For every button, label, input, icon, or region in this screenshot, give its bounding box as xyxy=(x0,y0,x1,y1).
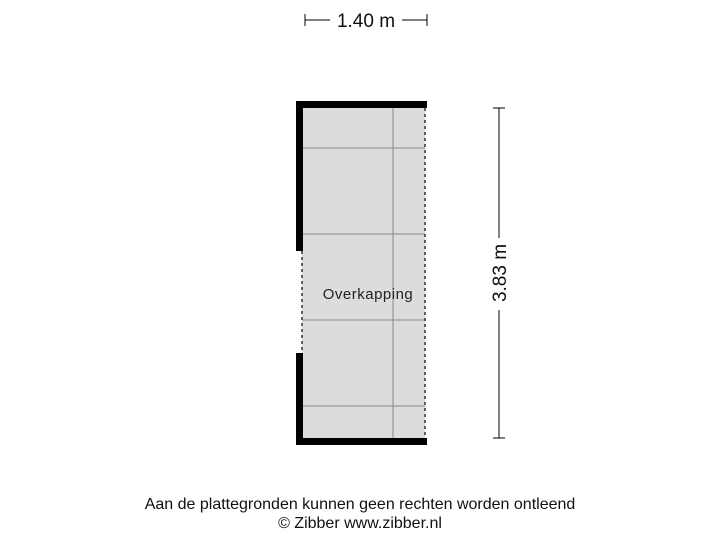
room-label: Overkapping xyxy=(323,286,414,303)
wall-left-upper xyxy=(296,101,303,251)
height-dimension: 3.83 m xyxy=(490,107,511,439)
wall-bottom xyxy=(296,438,427,445)
disclaimer-text: Aan de plattegronden kunnen geen rechten… xyxy=(144,496,576,513)
copyright-text: © Zibber www.zibber.nl xyxy=(278,515,442,532)
walls xyxy=(296,101,427,445)
room-floor xyxy=(302,105,425,442)
open-edges xyxy=(301,108,426,438)
height-dimension-label: 3.83 m xyxy=(490,244,511,302)
floor-tile-grid xyxy=(302,105,425,442)
wall-top xyxy=(296,101,427,108)
width-dimension-label: 1.40 m xyxy=(337,11,395,32)
wall-left-lower xyxy=(296,353,303,445)
width-dimension: 1.40 m xyxy=(304,11,428,32)
